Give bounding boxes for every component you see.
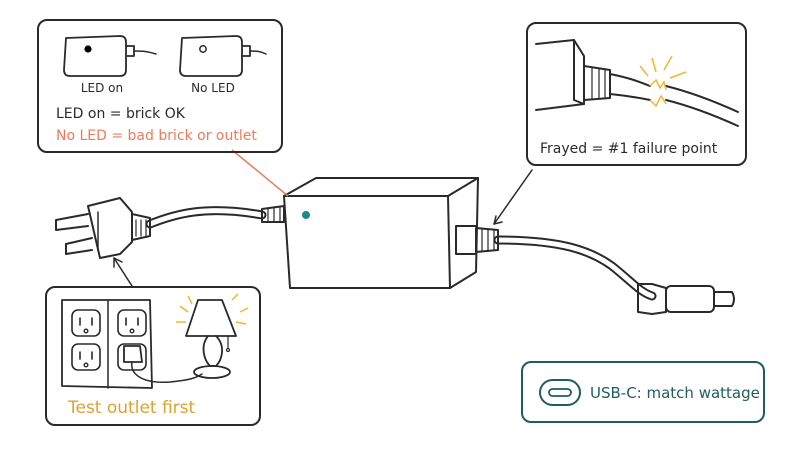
frayed-cable-panel: Frayed = #1 failure point xyxy=(526,22,747,166)
fray-leader-arrowhead xyxy=(493,215,503,225)
usb-c-badge-label: USB-C: match wattage xyxy=(590,384,760,402)
outlet-test-caption: Test outlet first xyxy=(67,398,196,418)
brick-led-indicator xyxy=(302,211,310,219)
led-leader-line xyxy=(231,149,289,197)
lamp-cord xyxy=(131,361,203,383)
led-ok-statement: LED on = brick OK xyxy=(56,106,186,122)
wall-plate xyxy=(61,299,153,389)
led-on-dot xyxy=(84,45,92,53)
usb-c-wattage-badge: USB-C: match wattage xyxy=(521,361,765,423)
usb-c-port-icon xyxy=(539,379,581,406)
frayed-caption: Frayed = #1 failure point xyxy=(540,141,718,157)
outlet-receptacle-icon xyxy=(71,309,147,371)
no-led-caption: No LED xyxy=(191,81,235,95)
fray-leader-line xyxy=(493,169,533,225)
plug-leader-line xyxy=(113,257,133,287)
no-led-warning: No LED = bad brick or outlet xyxy=(56,128,257,144)
usb-c-plug xyxy=(637,283,735,315)
led-on-thumbnail xyxy=(63,35,157,77)
frayed-wire-ends xyxy=(649,78,667,108)
led-callout-panel: LED on No LED LED on = brick OK No LED =… xyxy=(37,19,283,153)
leader-lines xyxy=(113,149,533,287)
led-off-dot xyxy=(199,45,207,53)
plug-leader-arrowhead xyxy=(113,257,123,268)
spark-icon xyxy=(639,55,687,79)
led-on-caption: LED on xyxy=(81,81,123,95)
wall-plug xyxy=(55,197,151,259)
power-brick xyxy=(283,177,479,289)
lamp-icon xyxy=(185,299,237,379)
no-led-thumbnail xyxy=(179,35,267,77)
outlet-test-panel: Test outlet first xyxy=(45,286,261,426)
main-cable xyxy=(145,206,657,301)
lamp-plug xyxy=(123,345,143,363)
frayed-cable-illustration xyxy=(535,39,739,127)
lamp-glow-icon xyxy=(176,293,249,325)
brick-strain-relief-right xyxy=(455,225,499,255)
brick-strain-relief-left xyxy=(261,205,285,223)
